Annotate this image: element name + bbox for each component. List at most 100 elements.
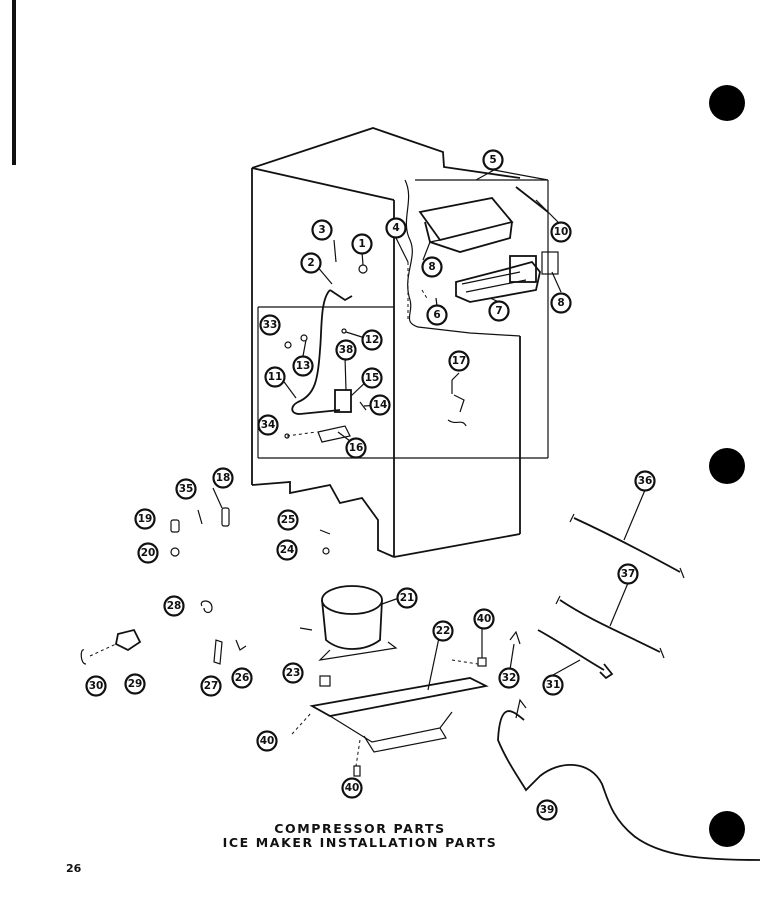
svg-text:29: 29 — [128, 678, 143, 690]
callout-3: 3 — [311, 219, 333, 241]
svg-text:12: 12 — [365, 334, 380, 346]
callout-40-bottom: 40 — [341, 777, 363, 799]
callout-36: 36 — [634, 470, 656, 492]
svg-text:32: 32 — [502, 672, 517, 684]
callout-29: 29 — [124, 673, 146, 695]
callout-14: 14 — [369, 394, 391, 416]
callout-18: 18 — [212, 467, 234, 489]
svg-text:31: 31 — [546, 679, 561, 691]
svg-text:37: 37 — [621, 568, 636, 580]
callout-5: 5 — [482, 149, 504, 171]
svg-text:16: 16 — [349, 442, 364, 454]
page-number: 26 — [66, 862, 82, 875]
ice-maker-inset — [257, 179, 549, 459]
ice-bin — [418, 197, 514, 253]
callout-25: 25 — [277, 509, 299, 531]
callout-4: 4 — [385, 217, 407, 239]
callout-10: 10 — [550, 221, 572, 243]
callout-12: 12 — [361, 329, 383, 351]
punch-hole — [709, 448, 745, 484]
left-small-parts — [80, 507, 331, 665]
callout-20: 20 — [137, 542, 159, 564]
svg-text:8: 8 — [557, 297, 564, 309]
callout-23: 23 — [282, 662, 304, 684]
svg-text:17: 17 — [452, 355, 467, 367]
callout-11: 11 — [264, 366, 286, 388]
callout-16: 16 — [345, 437, 367, 459]
svg-text:18: 18 — [216, 472, 231, 484]
svg-text:14: 14 — [373, 399, 388, 411]
callout-27: 27 — [200, 675, 222, 697]
cabinet — [251, 127, 521, 558]
callout-30: 30 — [85, 675, 107, 697]
svg-text:7: 7 — [495, 305, 502, 317]
callout-17: 17 — [448, 350, 470, 372]
callout-37: 37 — [617, 563, 639, 585]
svg-text:28: 28 — [167, 600, 182, 612]
callout-40-right: 40 — [473, 608, 495, 630]
punch-hole — [709, 85, 745, 121]
callout-2: 2 — [300, 252, 322, 274]
svg-text:20: 20 — [141, 547, 156, 559]
caption-line-2: ICE MAKER INSTALLATION PARTS — [222, 835, 498, 850]
callout-38: 38 — [335, 339, 357, 361]
callout-28: 28 — [163, 595, 185, 617]
svg-text:30: 30 — [89, 680, 104, 692]
svg-text:23: 23 — [286, 667, 301, 679]
callout-24: 24 — [276, 539, 298, 561]
water-valve-assembly — [284, 262, 467, 443]
svg-text:40: 40 — [260, 735, 275, 747]
svg-text:10: 10 — [554, 226, 569, 238]
svg-text:19: 19 — [138, 513, 153, 525]
svg-text:40: 40 — [345, 782, 360, 794]
callout-15: 15 — [361, 367, 383, 389]
svg-text:26: 26 — [235, 672, 250, 684]
leader-lines — [212, 169, 646, 691]
callout-35: 35 — [175, 478, 197, 500]
cord-parts — [497, 513, 761, 861]
callout-32: 32 — [498, 667, 520, 689]
svg-text:35: 35 — [179, 483, 194, 495]
svg-text:22: 22 — [436, 625, 451, 637]
svg-text:27: 27 — [204, 680, 219, 692]
callout-39: 39 — [536, 799, 558, 821]
svg-text:2: 2 — [307, 257, 314, 269]
callout-1: 1 — [351, 233, 373, 255]
callout-34: 34 — [257, 414, 279, 436]
svg-text:24: 24 — [280, 544, 295, 556]
callout-7: 7 — [488, 300, 510, 322]
callout-6: 6 — [426, 304, 448, 326]
svg-text:13: 13 — [296, 360, 311, 372]
svg-text:21: 21 — [400, 592, 415, 604]
callout-22: 22 — [432, 620, 454, 642]
svg-text:5: 5 — [489, 154, 496, 166]
callout-33: 33 — [259, 314, 281, 336]
svg-text:25: 25 — [281, 514, 296, 526]
svg-text:3: 3 — [318, 224, 325, 236]
svg-text:11: 11 — [268, 371, 283, 383]
callout-26: 26 — [231, 667, 253, 689]
svg-text:39: 39 — [540, 804, 555, 816]
svg-text:33: 33 — [263, 319, 278, 331]
compressor-assembly — [291, 585, 489, 777]
svg-text:8: 8 — [428, 261, 435, 273]
callout-31: 31 — [542, 674, 564, 696]
svg-text:6: 6 — [433, 309, 440, 321]
svg-text:38: 38 — [339, 344, 354, 356]
callout-40-left: 40 — [256, 730, 278, 752]
punch-holes — [709, 85, 745, 847]
svg-text:15: 15 — [365, 372, 380, 384]
punch-hole — [709, 811, 745, 847]
callout-8-bin: 8 — [421, 256, 443, 278]
callout-19: 19 — [134, 508, 156, 530]
callout-21: 21 — [396, 587, 418, 609]
svg-text:36: 36 — [638, 475, 653, 487]
svg-text:40: 40 — [477, 613, 492, 625]
callout-8-shield: 8 — [550, 292, 572, 314]
callout-13: 13 — [292, 355, 314, 377]
caption-line-1: COMPRESSOR PARTS — [274, 821, 446, 836]
ice-maker-unit — [455, 186, 559, 303]
svg-text:4: 4 — [392, 222, 399, 234]
svg-text:1: 1 — [358, 238, 365, 250]
